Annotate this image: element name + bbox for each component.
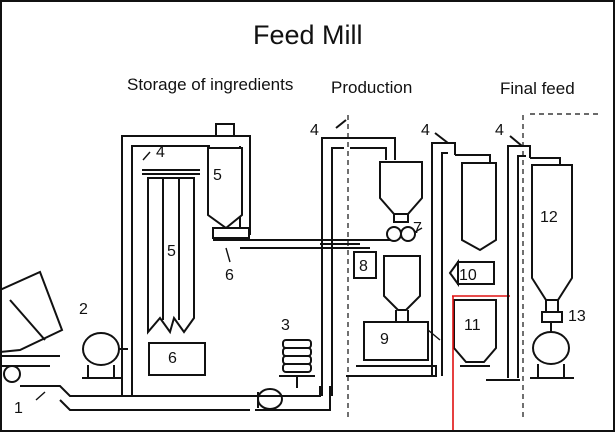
label-9: 9: [380, 331, 389, 348]
label-12: 12: [540, 209, 558, 226]
label-3: 3: [281, 317, 290, 334]
mixer-hopper: [383, 255, 421, 322]
label-6-feeder: 6: [168, 350, 177, 367]
label-11: 11: [464, 317, 481, 334]
storage-bins-5: [142, 169, 200, 335]
label-6-conveyor: 6: [225, 267, 234, 284]
feeder-6: [148, 342, 206, 376]
label-13: 13: [568, 308, 586, 325]
label-4-storage: 4: [156, 144, 165, 161]
label-5-tall-bin: 5: [213, 167, 222, 184]
pointer-lines: [142, 151, 441, 341]
fan-unit-2: [82, 332, 128, 379]
pellet-press-9: [363, 321, 429, 361]
highlight-marker: [452, 295, 510, 430]
diagram-title: Feed Mill: [253, 20, 363, 50]
cooler-hopper: [461, 162, 497, 252]
packer-13: [530, 322, 574, 379]
conveyor-line: [213, 239, 395, 249]
elevator-production: [321, 119, 396, 396]
mixer-8: [353, 251, 377, 279]
intake-truck: [0, 270, 64, 383]
crumbler-10: [448, 258, 495, 288]
final-bin-12: [531, 164, 573, 323]
storage-bin-5-tall: [207, 123, 250, 239]
label-7: 7: [413, 220, 422, 237]
grinder-7: [379, 161, 423, 242]
label-5-bins: 5: [167, 243, 176, 260]
label-4-cooler: 4: [421, 122, 430, 139]
elevator-final: [486, 135, 561, 381]
label-4-final: 4: [495, 122, 504, 139]
bag-stack-3: [279, 339, 315, 388]
label-2: 2: [79, 301, 88, 318]
section-label-production: Production: [331, 78, 413, 97]
sifter-11: [453, 299, 497, 367]
label-4-production: 4: [310, 122, 319, 139]
production-base: [346, 365, 437, 377]
elevator-cooler: [431, 132, 491, 376]
pit-conveyor: [255, 386, 331, 411]
section-label-storage: Storage of ingredients: [127, 75, 294, 94]
label-10: 10: [459, 267, 477, 284]
intake-pit: [20, 385, 255, 411]
label-8: 8: [359, 258, 368, 275]
label-1: 1: [14, 400, 23, 417]
section-label-final: Final feed: [500, 79, 575, 98]
